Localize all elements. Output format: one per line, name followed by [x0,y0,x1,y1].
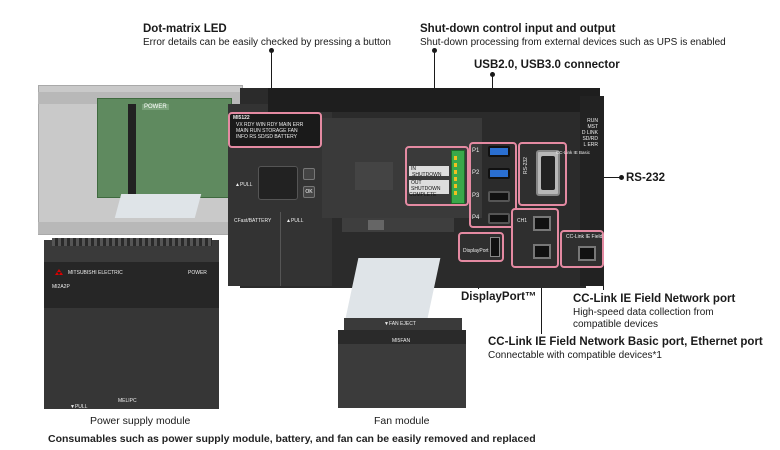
status-led-run: RUN [587,118,598,124]
power-module-label-area [44,262,219,308]
fan-ribbon [345,258,441,318]
rs232-port-label: RS-232 [523,157,529,174]
module-divider [280,212,281,286]
backplane-power-label: POWER [142,104,169,110]
usb-port-group [469,142,517,228]
led-leader-dot [269,48,274,53]
shutdown-out-box: OUT SHUTDOWN COMPLETE [409,180,449,198]
shutdown-label: SHUTDOWN [412,172,442,178]
fan-module-top [344,318,462,330]
shutdown-in-label: IN [411,166,416,172]
usb-port-label-p1: P1 [472,148,480,154]
cclink-callout-subtitle-1: High-speed data collection from [573,307,714,318]
usb-callout-title: USB2.0, USB3.0 connector [474,59,620,71]
usb-port-label-p3: P3 [472,193,480,199]
led-row-2: MAIN RUN STORAGE FAN [236,128,298,134]
ok-button[interactable]: OK [303,186,315,198]
power-module-model: MI2A2P [52,284,70,290]
status-led-dlink: D LINK [581,130,598,136]
power-module-power-label: POWER [188,270,207,276]
fan-module-caption: Fan module [374,415,430,427]
shutdown-in-box: IN SHUTDOWN [409,166,449,178]
shutdown-callout-subtitle: Shut-down processing from external devic… [420,37,726,48]
basic-port-group: CH1 [511,208,559,268]
camera-button[interactable] [303,168,315,180]
mitsubishi-logo-icon [52,268,66,280]
led-callout-subtitle: Error details can be easily checked by p… [143,37,391,48]
backplane-ribbon [114,194,202,218]
backplane-board [97,98,232,198]
usb3-port-p1[interactable] [488,146,510,157]
rs232-callout-title: RS-232 [626,172,665,184]
led-row-1: VX RDY WIN RDY MAIN ERR [236,122,304,128]
ethernet-port-ch2[interactable] [533,244,551,259]
status-brand-label: CC-Link IE Basic [556,150,591,155]
bottom-caption: Consumables such as power supply module,… [48,433,536,445]
cclink-callout-title: CC-Link IE Field Network port [573,293,736,305]
power-module-caption: Power supply module [90,415,191,427]
power-module-pull: ▼PULL [70,404,88,410]
shutdown-complete-label: SHUTDOWN COMPLETE [409,186,441,198]
basic-leader-line [541,268,542,334]
status-led-sdrd: SD/RD [582,136,598,142]
usb-leader-dot [490,72,495,77]
cfast-label: CFast/BATTERY [234,218,272,224]
status-led-mst: MST [587,124,598,130]
basic-callout-subtitle: Connectable with compatible devices*1 [488,350,662,361]
usb-port-label-p4: P4 [472,215,480,221]
led-leader-line [271,50,272,113]
usb3-port-p2[interactable] [488,168,510,179]
led-callout-title: Dot-matrix LED [143,23,227,35]
bottom-latch [368,220,384,230]
power-module-footer: MELIPC [118,398,137,404]
ethernet-ch-label: CH1 [517,218,528,224]
shutdown-leader-dot [432,48,437,53]
displayport-callout-title: DisplayPort™ [461,291,537,303]
status-led-lerr: L ERR [583,142,598,148]
led-panel: MI5122 VX RDY WIN RDY MAIN ERR MAIN RUN … [228,112,322,148]
usb-port-label-p2: P2 [472,170,480,176]
power-module-vents [52,238,212,246]
rs232-port-group: RS-232 [518,142,567,206]
din-rail-bottom-lip [38,222,243,234]
fan-module-name: MI5FAN [392,338,411,344]
rs232-leader-dot [619,175,624,180]
displayport-connector[interactable] [490,237,500,257]
power-module-brand: MITSUBISHI ELECTRIC [68,270,123,276]
led-row-3: INFO RS SD/SD BATTERY [236,134,297,140]
shutdown-out-label: OUT [411,180,422,186]
ethernet-port-ch1[interactable] [533,216,551,231]
basic-callout-title: CC-Link IE Field Network Basic port, Eth… [488,336,763,348]
shutdown-callout-title: Shut-down control input and output [420,23,616,35]
displayport-group: DisplayPort [458,232,504,262]
rs232-dsub-pins [541,156,555,190]
cclink-port-group: CC-Link IE Field [560,230,604,268]
device-model: MI5122 [233,115,250,121]
cclink-callout-subtitle-2: compatible devices [573,319,659,330]
backplane-connector [128,104,136,194]
navigation-pad[interactable] [258,166,298,200]
pull-label-left: ▲PULL [235,182,253,188]
status-led-labels: RUN MST D LINK SD/RD L ERR [574,118,598,148]
shutdown-terminal-panel: IN SHUTDOWN OUT SHUTDOWN COMPLETE [405,146,469,206]
cclink-field-port[interactable] [578,246,596,261]
bottom-fan-slot [342,218,454,232]
fan-eject-label: ▼FAN EJECT [384,321,416,327]
cclink-port-label: CC-Link IE Field [566,234,603,240]
displayport-label: DisplayPort [463,248,489,254]
usb2-port-p3[interactable] [488,191,510,202]
terminal-pins [454,156,457,196]
usb2-port-p4[interactable] [488,213,510,224]
device-top-edge [268,88,600,112]
pull-label-right: ▲PULL [286,218,304,224]
center-panel-window [355,162,393,190]
fan-module-label-strip [338,330,466,344]
